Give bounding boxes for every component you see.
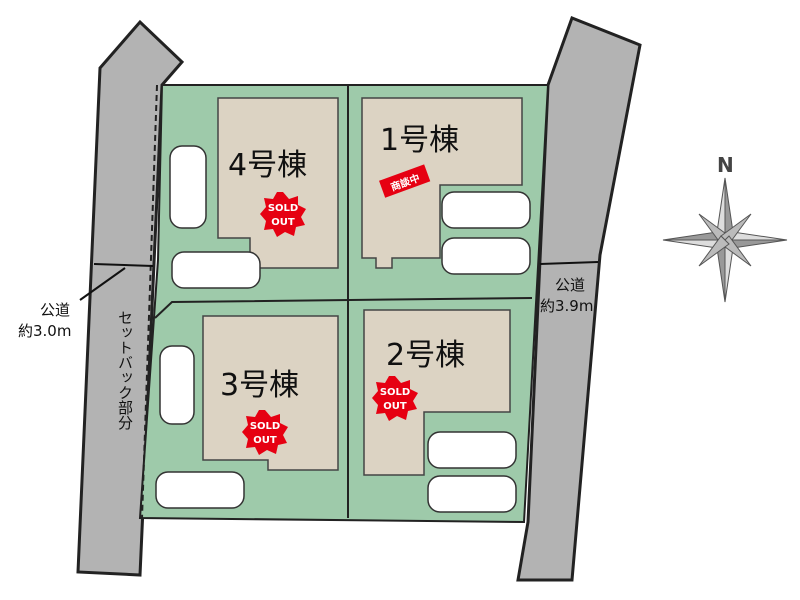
compass-north-label: N bbox=[717, 153, 734, 177]
car bbox=[159, 345, 195, 425]
svg-text:SOLD: SOLD bbox=[380, 387, 410, 398]
car bbox=[441, 237, 531, 275]
sold-out-badge: SOLD OUT bbox=[242, 410, 288, 455]
svg-text:OUT: OUT bbox=[253, 435, 277, 446]
building-2 bbox=[363, 309, 511, 476]
setback-label: セットバック部分 bbox=[116, 310, 134, 431]
sold-out-badge: SOLD OUT bbox=[260, 192, 306, 237]
car bbox=[441, 191, 531, 229]
sold-out-badge: SOLD OUT bbox=[372, 376, 418, 421]
car bbox=[155, 471, 245, 509]
compass-icon bbox=[662, 177, 788, 303]
car bbox=[427, 431, 517, 469]
building-1 bbox=[361, 97, 523, 269]
left-road-label-1: 公道 bbox=[40, 301, 70, 319]
lot-4-label: 4号棟 bbox=[228, 148, 307, 183]
left-road-leader bbox=[79, 267, 126, 301]
svg-text:OUT: OUT bbox=[383, 401, 407, 412]
lot-2-label: 2号棟 bbox=[386, 338, 465, 373]
building-3 bbox=[202, 315, 339, 471]
lot-1-label: 1号棟 bbox=[380, 123, 459, 158]
car bbox=[171, 251, 261, 289]
right-road-label-2: 約3.9m bbox=[540, 297, 593, 315]
car bbox=[427, 475, 517, 513]
left-road-width-arrow bbox=[93, 263, 154, 267]
left-road-label-2: 約3.0m bbox=[18, 322, 71, 340]
setback-line bbox=[141, 84, 158, 519]
right-road-label-1: 公道 bbox=[555, 276, 585, 294]
lot-3-label: 3号棟 bbox=[220, 368, 299, 403]
svg-text:OUT: OUT bbox=[271, 217, 295, 228]
lot-divider-horizontal bbox=[154, 297, 533, 319]
right-road bbox=[516, 16, 642, 582]
car bbox=[169, 145, 207, 229]
svg-text:SOLD: SOLD bbox=[250, 421, 280, 432]
svg-text:SOLD: SOLD bbox=[268, 203, 298, 214]
right-road-width-arrow bbox=[539, 261, 599, 265]
